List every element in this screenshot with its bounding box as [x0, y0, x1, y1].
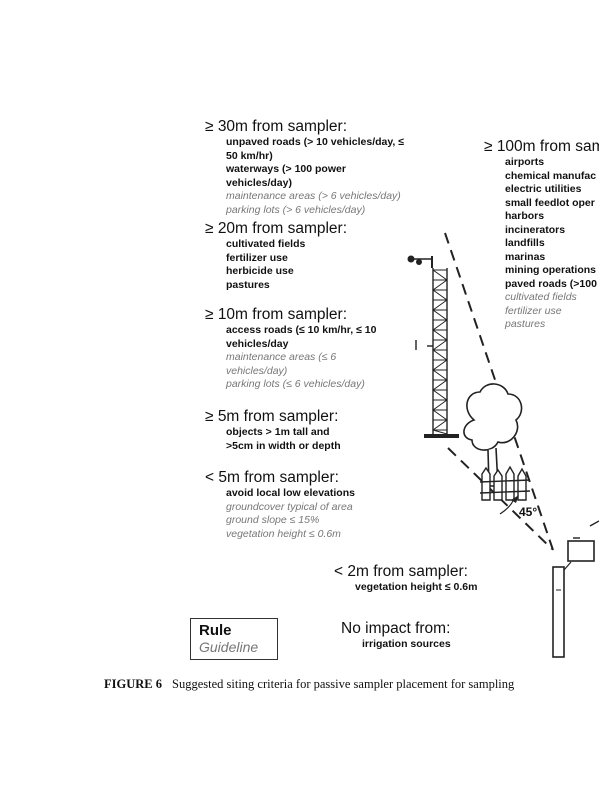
section-30m: ≥ 30m from sampler: unpaved roads (> 10 … [205, 118, 415, 217]
heading-10m: ≥ 10m from sampler: [205, 306, 348, 323]
section-under-5m: < 5m from sampler: avoid local low eleva… [205, 469, 355, 541]
rule-item: chemical manufac [505, 169, 597, 182]
anemometer-icon [407, 255, 433, 268]
rule-item: herbicide use [226, 265, 294, 277]
section-5m: ≥ 5m from sampler: objects > 1m tall and… [205, 408, 405, 453]
passive-sampler-icon [552, 520, 599, 658]
rule-item: airports [505, 156, 545, 168]
guideline-item: pastures [505, 318, 546, 330]
rule-item: landfills [505, 237, 545, 249]
rule-item: small feedlot oper [505, 196, 595, 209]
legend-rule: Rule [199, 622, 232, 639]
section-under-2m: < 2m from sampler: vegetation height ≤ 0… [334, 563, 477, 595]
rule-item: incinerators [505, 223, 566, 236]
rule-item: irrigation sources [362, 638, 451, 650]
guideline-item: maintenance areas (≤ 6 vehicles/day) [226, 351, 337, 377]
guideline-item: fertilizer use [505, 304, 562, 317]
rule-item: mining operations [505, 264, 597, 276]
figure-caption: FIGURE 6 Suggested siting criteria for pa… [104, 677, 514, 692]
rule-item: harbors [505, 210, 545, 222]
fence-icon [479, 465, 531, 501]
caption-label: FIGURE 6 [104, 677, 162, 691]
rule-item: vegetation height ≤ 0.6m [355, 581, 478, 593]
rule-item: paved roads (>100 [505, 277, 597, 290]
rule-item: access roads (≤ 10 km/hr, ≤ 10 vehicles/… [226, 324, 377, 350]
legend-guideline: Guideline [199, 639, 259, 655]
guideline-item: parking lots (> 6 vehicles/day) [226, 203, 366, 216]
rule-item: pastures [226, 278, 270, 291]
section-10m: ≥ 10m from sampler: access roads (≤ 10 k… [205, 306, 405, 392]
legend-box: Rule Guideline [190, 618, 278, 660]
rule-item: objects > 1m tall and >5cm in width or d… [226, 426, 341, 452]
angle-arrowhead-icon [511, 495, 519, 503]
rule-item: avoid local low elevations [226, 487, 355, 499]
heading-20m: ≥ 20m from sampler: [205, 220, 348, 237]
section-no-impact: No impact from: irrigation sources [341, 620, 451, 652]
rule-item: fertilizer use [226, 251, 288, 264]
rule-item: electric utilities [505, 183, 582, 195]
heading-under-5m: < 5m from sampler: [205, 469, 339, 486]
guideline-item: vegetation height ≤ 0.6m [226, 527, 341, 540]
rule-item: cultivated fields [226, 238, 306, 250]
tree-icon [463, 383, 523, 487]
heading-100m: ≥ 100m from sam [484, 138, 599, 155]
caption-text: Suggested siting criteria for passive sa… [172, 677, 515, 691]
meteorological-tower [415, 268, 459, 438]
section-100m: ≥ 100m from sam airports chemical manufa… [484, 138, 599, 332]
guideline-item: parking lots (≤ 6 vehicles/day) [226, 378, 365, 390]
heading-5m: ≥ 5m from sampler: [205, 408, 339, 425]
rule-item: waterways (> 100 power vehicles/day) [226, 163, 346, 189]
section-20m: ≥ 20m from sampler: cultivated fields fe… [205, 220, 347, 292]
heading-under-2m: < 2m from sampler: [334, 563, 468, 580]
guideline-item: maintenance areas (> 6 vehicles/day) [226, 190, 401, 202]
guideline-item: ground slope ≤ 15% [226, 514, 320, 526]
rule-item: marinas [505, 250, 546, 263]
heading-30m: ≥ 30m from sampler: [205, 118, 348, 135]
guideline-item: groundcover typical of area [226, 500, 353, 513]
angle-label: 45° [519, 505, 537, 519]
heading-no-impact: No impact from: [341, 620, 451, 637]
guideline-item: cultivated fields [505, 291, 577, 303]
rule-item: unpaved roads (> 10 vehicles/day, ≤ 50 k… [226, 136, 405, 162]
